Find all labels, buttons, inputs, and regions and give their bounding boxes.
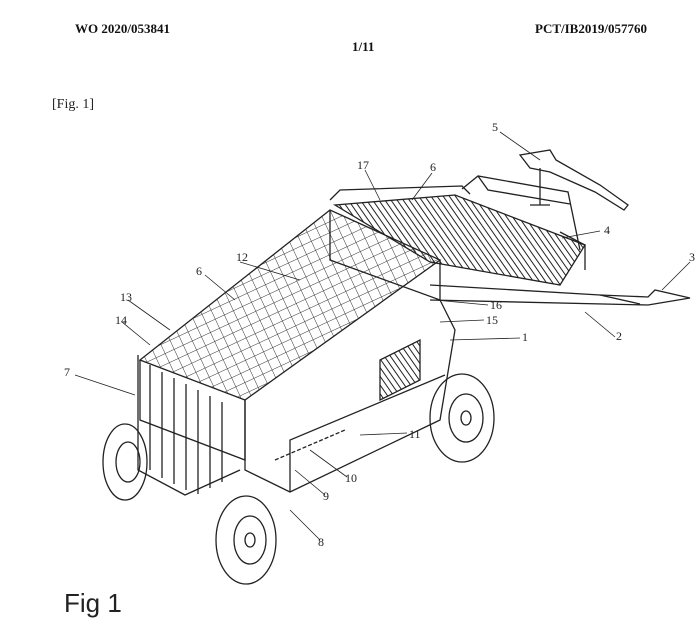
- callout-15: 15: [486, 313, 498, 327]
- callout-6-left: 6: [196, 264, 202, 278]
- rear-left-wheel: [430, 374, 494, 462]
- callout-6-top: 6: [430, 160, 436, 174]
- front-right-wheel: [216, 496, 276, 584]
- tow-bar: [430, 285, 690, 305]
- callout-16: 16: [490, 298, 502, 312]
- callout-11: 11: [409, 427, 421, 441]
- figure-caption: Fig 1: [64, 588, 122, 619]
- callout-4: 4: [604, 223, 610, 237]
- callout-3: 3: [689, 250, 695, 264]
- callout-7: 7: [64, 365, 70, 379]
- callout-8: 8: [318, 535, 324, 549]
- callout-14: 14: [115, 313, 127, 327]
- callout-17: 17: [357, 158, 369, 172]
- callout-9: 9: [323, 489, 329, 503]
- callout-1: 1: [522, 330, 528, 344]
- callout-2: 2: [616, 329, 622, 343]
- callout-10: 10: [345, 471, 357, 485]
- grip-bracket: [520, 150, 628, 210]
- callout-12: 12: [236, 250, 248, 264]
- callout-5: 5: [492, 120, 498, 134]
- callout-13: 13: [120, 290, 132, 304]
